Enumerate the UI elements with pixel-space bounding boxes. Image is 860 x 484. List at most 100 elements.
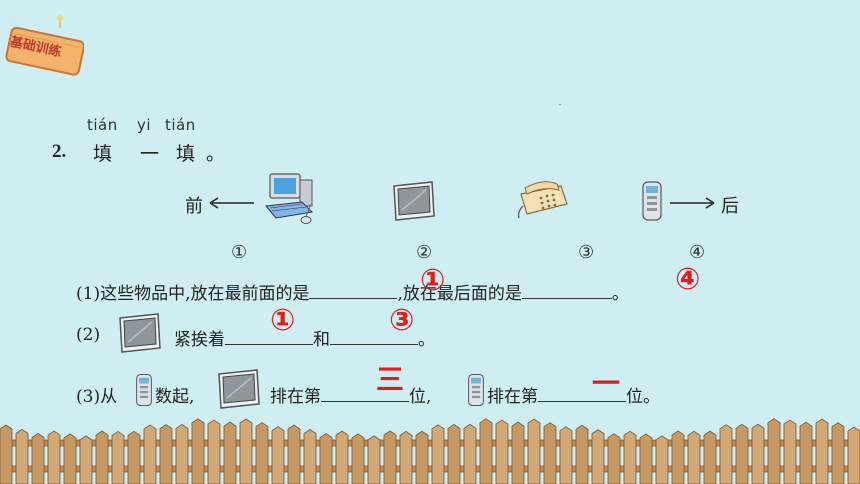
fence-picket — [575, 424, 589, 484]
item-number-2: ② — [416, 242, 433, 263]
remote-control-icon — [136, 373, 152, 407]
fence-picket — [623, 430, 637, 484]
q1-blank-1[interactable] — [309, 280, 398, 299]
q2-blank-2[interactable] — [330, 326, 418, 345]
q1-suffix: 。 — [611, 284, 629, 304]
q3-text5: 位。 — [626, 387, 660, 407]
fence-picket — [479, 418, 493, 484]
fence-picket — [335, 430, 349, 484]
computer-icon — [265, 173, 314, 224]
q1-blank-2[interactable] — [521, 280, 612, 299]
q3-blank-1[interactable] — [321, 383, 409, 402]
q3-text3: 位, — [409, 387, 432, 407]
fence-picket — [719, 424, 733, 484]
question-number: 2. — [52, 141, 67, 162]
fence-picket — [271, 426, 285, 484]
fence-picket — [511, 421, 525, 484]
telephone-icon — [517, 181, 568, 219]
fence-picket — [319, 433, 333, 484]
q3-text4: 排在第 — [487, 387, 538, 407]
fence-picket — [799, 421, 813, 484]
q2-prefix: (2) — [76, 325, 101, 345]
wooden-fence — [0, 418, 860, 484]
fence-picket — [15, 428, 29, 484]
back-label: 后 — [721, 196, 739, 217]
fence-picket — [783, 419, 797, 484]
q3-prefix: (3)从 — [76, 387, 118, 407]
fence-picket — [303, 429, 317, 484]
fence-picket — [191, 418, 205, 484]
fence-picket — [0, 424, 13, 484]
fence-picket — [207, 419, 221, 484]
fence-picket — [239, 418, 253, 484]
fence-picket — [415, 430, 429, 484]
fence-picket — [687, 430, 701, 484]
q2-line: 紧挨着 和 。 — [174, 325, 435, 350]
fence-picket — [95, 430, 109, 484]
q2-answer-2: ③ — [389, 303, 415, 338]
fence-picket — [751, 423, 765, 484]
q1-middle: ,放在最后面的是 — [397, 284, 522, 304]
q3-line: 排在第 位, — [270, 382, 431, 407]
fence-picket — [399, 430, 413, 484]
tv-icon — [119, 313, 161, 353]
left-arrow-icon — [209, 197, 254, 209]
fence-picket — [463, 423, 477, 484]
fence-picket — [223, 421, 237, 484]
fence-picket — [31, 433, 45, 484]
item-number-4: ④ — [689, 242, 706, 263]
q2-blank-1[interactable] — [225, 326, 313, 345]
fence-picket — [63, 433, 77, 484]
remote-control-icon — [642, 181, 662, 221]
right-arrow-icon — [670, 197, 715, 209]
front-label: 前 — [185, 196, 203, 217]
fence-picket — [255, 422, 269, 484]
remote-control-icon — [468, 373, 484, 407]
fence-picket — [79, 435, 93, 484]
q3-text1: 数起, — [155, 387, 195, 407]
q3-blank-2[interactable] — [538, 383, 626, 402]
tv-icon — [393, 181, 435, 221]
fence-picket — [543, 422, 557, 484]
fence-picket — [175, 423, 189, 484]
q3-text2: 排在第 — [270, 387, 321, 407]
fence-picket — [47, 430, 61, 484]
fence-picket — [287, 424, 301, 484]
q2-text1: 紧挨着 — [174, 330, 225, 350]
pinyin-2: yi — [137, 116, 152, 134]
q3-answer-2: 一 — [592, 367, 621, 400]
title-char-2: 一 — [140, 143, 160, 165]
fence-picket — [143, 424, 157, 484]
q3-answer-1: 三 — [376, 363, 405, 396]
fence-picket — [159, 424, 173, 484]
fence-picket — [383, 430, 397, 484]
title-char-3: 填 — [176, 143, 196, 165]
q1-answer-2: ④ — [675, 262, 701, 297]
title-end: 。 — [206, 143, 226, 165]
fence-picket — [703, 430, 717, 484]
section-badge: 基础训练 — [2, 14, 85, 76]
fence-picket — [655, 435, 669, 484]
q1-line: (1)这些物品中,放在最前面的是 ,放在最后面的是 。 — [76, 279, 629, 304]
q2-and: 和 — [313, 330, 330, 350]
fence-picket — [559, 426, 573, 484]
title-char-1: 填 — [93, 143, 113, 165]
fence-picket — [831, 422, 845, 484]
item-number-3: ③ — [578, 242, 595, 263]
fence-picket — [431, 424, 445, 484]
fence-picket — [591, 429, 605, 484]
fence-picket — [447, 423, 461, 484]
q2-suffix: 。 — [418, 330, 435, 350]
pinyin-3: tián — [165, 116, 196, 134]
pinyin-1: tián — [87, 116, 118, 134]
fence-picket — [367, 435, 381, 484]
fence-picket — [847, 426, 860, 484]
q1-prefix: (1)这些物品中,放在最前面的是 — [76, 284, 310, 304]
q1-answer-1: ① — [420, 263, 446, 298]
fence-picket — [607, 433, 621, 484]
item-number-1: ① — [231, 242, 248, 263]
fence-picket — [815, 418, 829, 484]
speck — [559, 104, 561, 105]
tv-icon — [218, 369, 260, 409]
fence-picket — [111, 430, 125, 484]
